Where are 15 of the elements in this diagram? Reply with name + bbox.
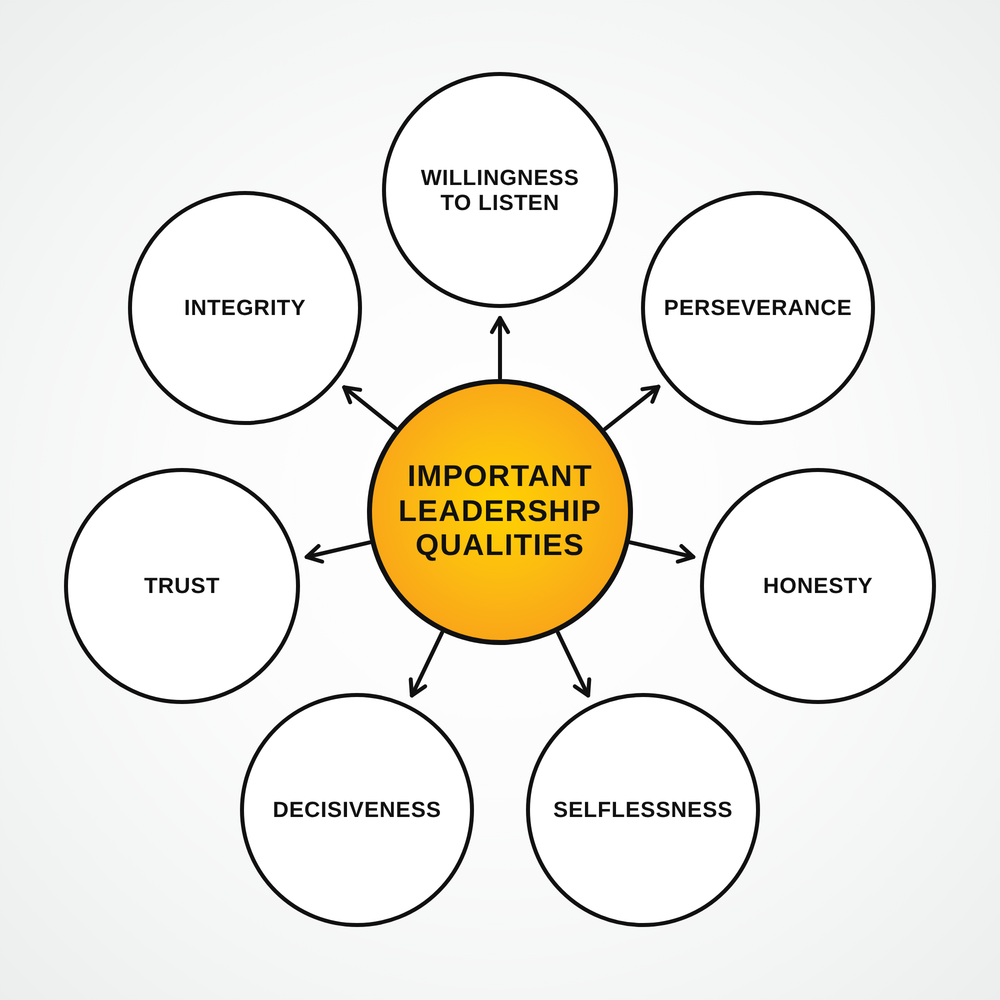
quality-label: PERSEVERANCE — [664, 295, 852, 321]
quality-label: TRUST — [144, 573, 220, 599]
quality-label: SELFLESSNESS — [553, 797, 733, 823]
arrow — [556, 630, 592, 698]
arrow — [408, 630, 444, 698]
quality-label: INTEGRITY — [184, 295, 306, 321]
quality-label: DECISIVENESS — [272, 797, 442, 823]
arrow — [628, 540, 696, 564]
arrow — [603, 384, 660, 431]
hub-label: IMPORTANT LEADERSHIP QUALITIES — [397, 460, 603, 564]
arrow — [490, 316, 510, 380]
arrow — [304, 540, 372, 564]
quality-label: WILLINGNESS TO LISTEN — [420, 164, 580, 216]
arrow — [342, 385, 398, 430]
quality-label: HONESTY — [763, 573, 873, 599]
